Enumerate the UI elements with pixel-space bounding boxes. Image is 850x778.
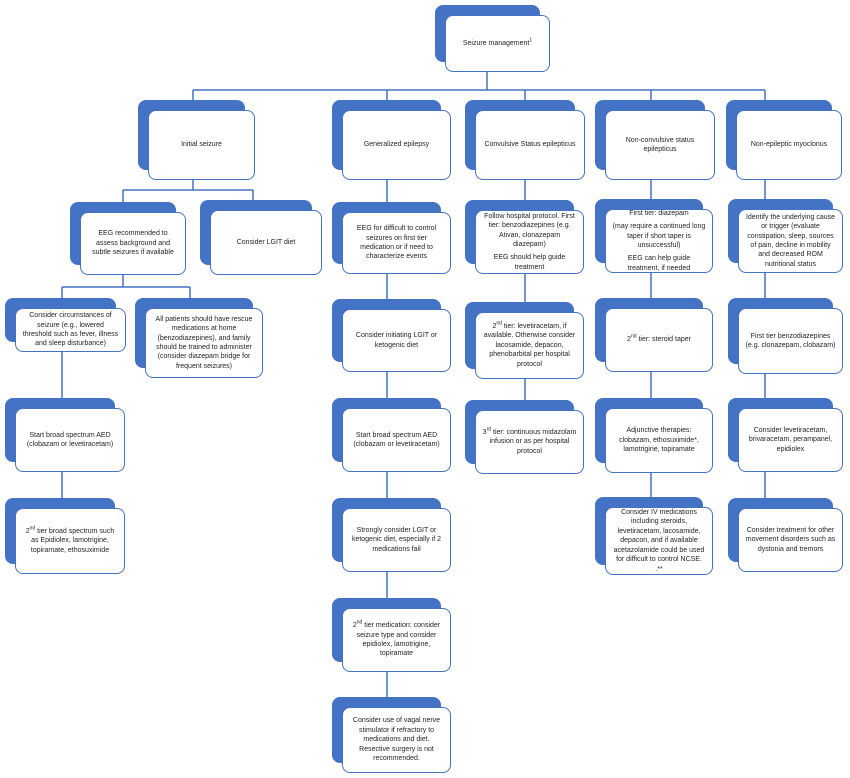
node-initial-lgit: Consider LGIT diet [200,200,322,275]
node-initial-circumstances-label: Consider circumstances of seizure (e.g.,… [22,312,119,348]
node-nonconvulsive-steroid-taper-label: tier: steroid taper [636,336,691,344]
node-initial-rescue-meds-label: All patients should have rescue medicati… [155,315,253,370]
node-myoclonus-levetiracetam: Consider levetiracetam, brivaracetam, pe… [728,398,843,472]
node-convulsive-2nd-tier: 2nd tier: levetiracetam, if available. O… [465,302,584,379]
node-nonconvulsive-status-label: Non-convulsive status epilepticus [625,136,695,153]
node-nonconvulsive-iv-meds: Consider IV medications including steroi… [595,497,713,575]
node-seizure-management: Seizure management1 [435,5,550,72]
node-seizure-management-label: Seizure management [462,39,530,47]
node-generalized-2nd-tier: 2nd tier medication: consider seizure ty… [332,598,451,672]
node-initial-eeg-label: EEG recommended to assess background and… [92,230,174,257]
node-generalized-eeg-label: EEG for difficult to control seizures on… [356,225,437,261]
node-convulsive-2nd-tier-label: tier: levetiracetam, if available. Other… [483,322,576,368]
node-generalized-lgit: Consider initiating LGIT or ketogenic di… [332,299,451,372]
node-convulsive-3rd-tier-label: tier: continuous midazolam infusion or a… [489,428,577,455]
node-initial-eeg: EEG recommended to assess background and… [70,202,186,275]
node-nonconvulsive-eeg-note: EEG can help guide treatment, if needed [627,255,691,272]
node-initial-seizure: Initial seizure [138,100,255,180]
node-initial-lgit-label: Consider LGIT diet [236,238,296,246]
node-initial-seizure-label: Initial seizure [181,141,222,149]
node-initial-broad-aed-label: Start broad spectrum AED (clobazam or le… [26,431,114,448]
node-myoclonus-movement-disorders: Consider treatment for other movement di… [728,498,843,572]
node-nonconvulsive-adjunctive: Adjunctive therapies: clobazam, ethosuxi… [595,398,713,473]
node-generalized-vagal-nerve-label: Consider use of vagal nerve stimulator i… [352,717,441,763]
node-nonconvulsive-first-tier-label: First tier: diazepam [629,209,689,217]
node-convulsive-3rd-tier: 3rd tier: continuous midazolam infusion … [465,400,584,474]
node-nonconvulsive-steroid-taper: 2nd tier: steroid taper [595,298,713,372]
node-convulsive-eeg-note: EEG should help guide treatment [493,254,566,271]
node-convulsive-status-label: Convulsive Status epilepticus [484,141,576,149]
node-myoclonus-levetiracetam-label: Consider levetiracetam, brivaracetam, pe… [748,426,833,453]
node-generalized-lgit-label: Consider initiating LGIT or ketogenic di… [355,332,438,349]
node-generalized-broad-aed: Start broad spectrum AED (clobazam or le… [332,398,451,472]
node-initial-2nd-tier-label: tier broad spectrum such as Epidiolex, l… [30,527,115,554]
node-myoclonus-identify-cause: Identify the underlying cause or trigger… [728,199,843,273]
node-nonconvulsive-iv-meds-label: Consider IV medications including steroi… [613,508,705,573]
node-generalized-strongly-consider: Strongly consider LGIT or ketogenic diet… [332,498,451,572]
node-generalized-eeg: EEG for difficult to control seizures on… [332,202,451,274]
node-generalized-2nd-tier-label: tier medication: consider seizure type a… [356,622,441,658]
node-nonconvulsive-status: Non-convulsive status epilepticus [595,100,715,180]
node-initial-circumstances: Consider circumstances of seizure (e.g.,… [5,298,126,352]
node-generalized-vagal-nerve: Consider use of vagal nerve stimulator i… [332,697,451,773]
node-myoclonus-first-tier: First tier benzodiazepines (e.g. clonaze… [728,298,843,374]
node-non-epileptic-myoclonus-label: Non-epileptic myoclonus [750,141,828,149]
node-nonconvulsive-taper-note: (may require a continued long taper if s… [612,223,706,249]
node-generalized-strongly-consider-label: Strongly consider LGIT or ketogenic diet… [351,526,442,553]
node-convulsive-follow-protocol-label: Follow hospital protocol. First tier: be… [484,212,575,248]
node-convulsive-follow-protocol: Follow hospital protocol. First tier: be… [465,200,584,274]
node-initial-broad-aed: Start broad spectrum AED (clobazam or le… [5,398,125,472]
node-myoclonus-identify-cause-label: Identify the underlying cause or trigger… [745,213,836,268]
node-generalized-epilepsy-label: Generalized epilepsy [363,141,430,149]
node-nonconvulsive-first-tier: First tier: diazepam (may require a cont… [595,199,713,273]
node-initial-rescue-meds: All patients should have rescue medicati… [135,298,263,378]
node-myoclonus-first-tier-label: First tier benzodiazepines (e.g. clonaze… [745,332,836,349]
node-myoclonus-movement-disorders-label: Consider treatment for other movement di… [745,526,836,553]
node-nonconvulsive-adjunctive-label: Adjunctive therapies: clobazam, ethosuxi… [619,427,699,454]
node-convulsive-status: Convulsive Status epilepticus [465,100,585,180]
node-generalized-epilepsy: Generalized epilepsy [332,100,451,180]
node-initial-2nd-tier: 2nd tier broad spectrum such as Epidiole… [5,498,125,574]
node-generalized-broad-aed-label: Start broad spectrum AED (clobazam or le… [353,431,440,448]
node-non-epileptic-myoclonus: Non-epileptic myoclonus [726,100,842,180]
